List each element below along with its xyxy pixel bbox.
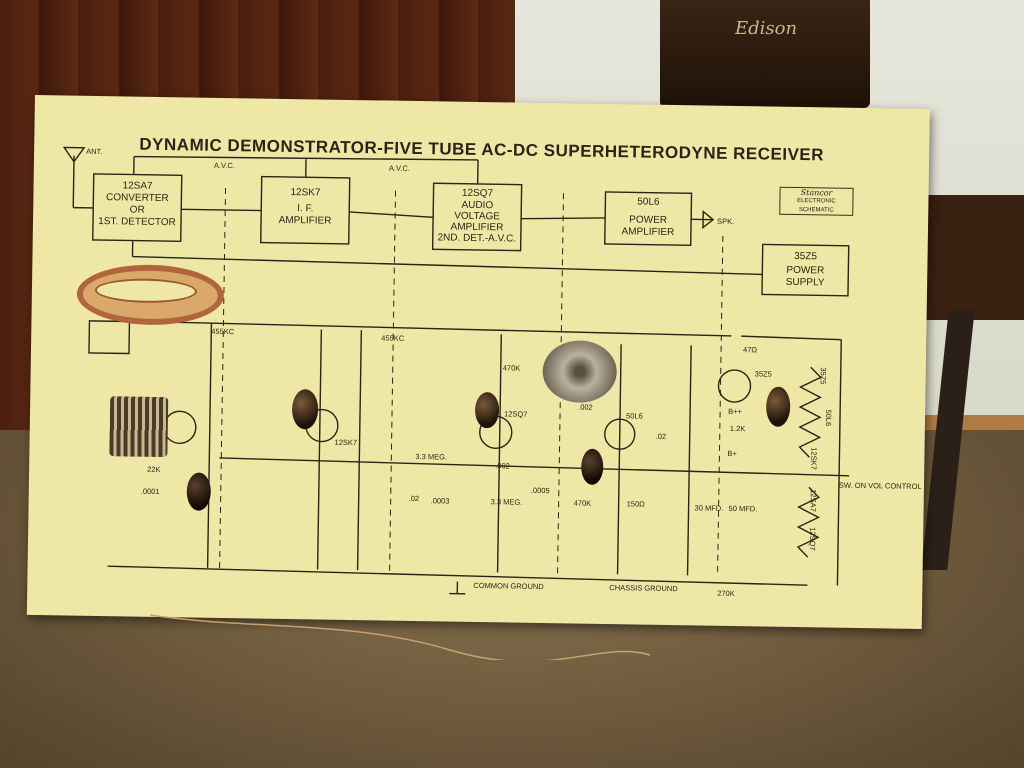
block-label: CONVERTER xyxy=(106,192,169,204)
block-label: OR xyxy=(130,205,145,216)
block-converter xyxy=(92,173,183,243)
supply-label: B++ xyxy=(728,407,743,416)
resistor-label: 1.2K xyxy=(730,424,746,433)
block-label: AUDIO xyxy=(461,200,493,211)
heater-label: 12SK7 xyxy=(809,447,818,470)
capacitor-label: .002 xyxy=(495,461,510,470)
manufacturer-logo: Stancor ELECTRONIC SCHEMATIC xyxy=(779,186,854,216)
block-if-amplifier xyxy=(259,175,351,245)
capacitor-label: 30 MFD. xyxy=(695,503,724,512)
capacitor-label: .0003 xyxy=(431,496,450,505)
tube-label: 12SQ7 xyxy=(504,409,527,418)
tube-socket xyxy=(109,396,169,458)
capacitor-label: .0005 xyxy=(531,486,550,495)
logo-caption: ELECTRONIC SCHEMATIC xyxy=(797,197,836,214)
switch-label: SW. ON VOL CONTROL xyxy=(839,481,922,491)
block-label: 35Z5 xyxy=(794,251,817,262)
resistor-label: 3.3 MEG. xyxy=(491,497,523,506)
avc-label: A.V.C. xyxy=(389,164,410,173)
block-label: 1ST. DETECTOR xyxy=(98,216,176,228)
block-label: AMPLIFIER xyxy=(279,215,332,227)
resistor-label: 270K xyxy=(717,589,735,598)
capacitor-label: .02 xyxy=(656,432,667,441)
phonograph-brand: Edison xyxy=(735,18,798,39)
block-label: 12SK7 xyxy=(290,187,321,198)
power-cord xyxy=(150,614,650,660)
circuit-schematic: 455KC 455KC 12SK7 12SQ7 50L6 35Z5 47Ω 47… xyxy=(88,320,922,598)
supply-label: B+ xyxy=(727,449,737,458)
resistor-label: 3.3 MEG. xyxy=(415,452,447,461)
antenna-label: ANT. xyxy=(86,147,102,156)
capacitor-label: .0001 xyxy=(141,487,160,496)
heater-label: 12SQ7 xyxy=(808,527,817,550)
resistor-label: 150Ω xyxy=(627,499,646,508)
block-label: POWER xyxy=(786,265,824,277)
block-diagram: 12SA7 CONVERTER OR 1ST. DETECTOR 12SK7 I… xyxy=(62,146,850,297)
if-transformer-label: 455KC xyxy=(211,327,235,336)
block-label: SUPPLY xyxy=(786,277,825,289)
resistor-label: 47Ω xyxy=(743,345,757,354)
block-label: I. F. xyxy=(297,203,313,214)
heater-label: 50L6 xyxy=(824,409,833,426)
block-label: 50L6 xyxy=(637,196,660,207)
resistor-label: 22K xyxy=(147,465,160,474)
block-label: AMPLIFIER xyxy=(621,226,674,238)
capacitor-label: .02 xyxy=(409,494,420,503)
tube-label: 12SK7 xyxy=(335,438,358,447)
chassis-ground-label: CHASSIS GROUND xyxy=(609,583,678,593)
tube-label: 50L6 xyxy=(626,411,643,420)
capacitor-label: .002 xyxy=(578,403,593,412)
resistor-label: 470K xyxy=(574,499,592,508)
tube-label: 35Z5 xyxy=(755,369,772,378)
heater-label: 35Z5 xyxy=(819,367,828,384)
capacitor-label: 50 MFD. xyxy=(729,504,758,513)
heater-label: 12SA7 xyxy=(809,489,818,512)
phonograph-cabinet xyxy=(660,0,870,108)
block-label: 12SQ7 xyxy=(462,188,494,199)
block-power-supply xyxy=(761,243,850,297)
schematic-board: DYNAMIC DEMONSTRATOR-FIVE TUBE AC-DC SUP… xyxy=(26,95,930,629)
if-transformer-label: 455KC xyxy=(381,333,405,342)
avc-label: A.V.C. xyxy=(214,161,235,170)
block-label: AMPLIFIER xyxy=(450,222,503,234)
speaker-label: SPK. xyxy=(717,217,734,226)
block-label: VOLTAGE xyxy=(454,211,500,223)
schematic-diagram: 12SA7 CONVERTER OR 1ST. DETECTOR 12SK7 I… xyxy=(62,146,922,598)
block-label: 2ND. DET.-A.V.C. xyxy=(437,232,516,244)
resistor-label: 470K xyxy=(503,363,521,372)
block-label: POWER xyxy=(629,214,667,226)
common-ground-label: COMMON GROUND xyxy=(473,581,544,591)
block-label: 12SA7 xyxy=(122,180,153,191)
